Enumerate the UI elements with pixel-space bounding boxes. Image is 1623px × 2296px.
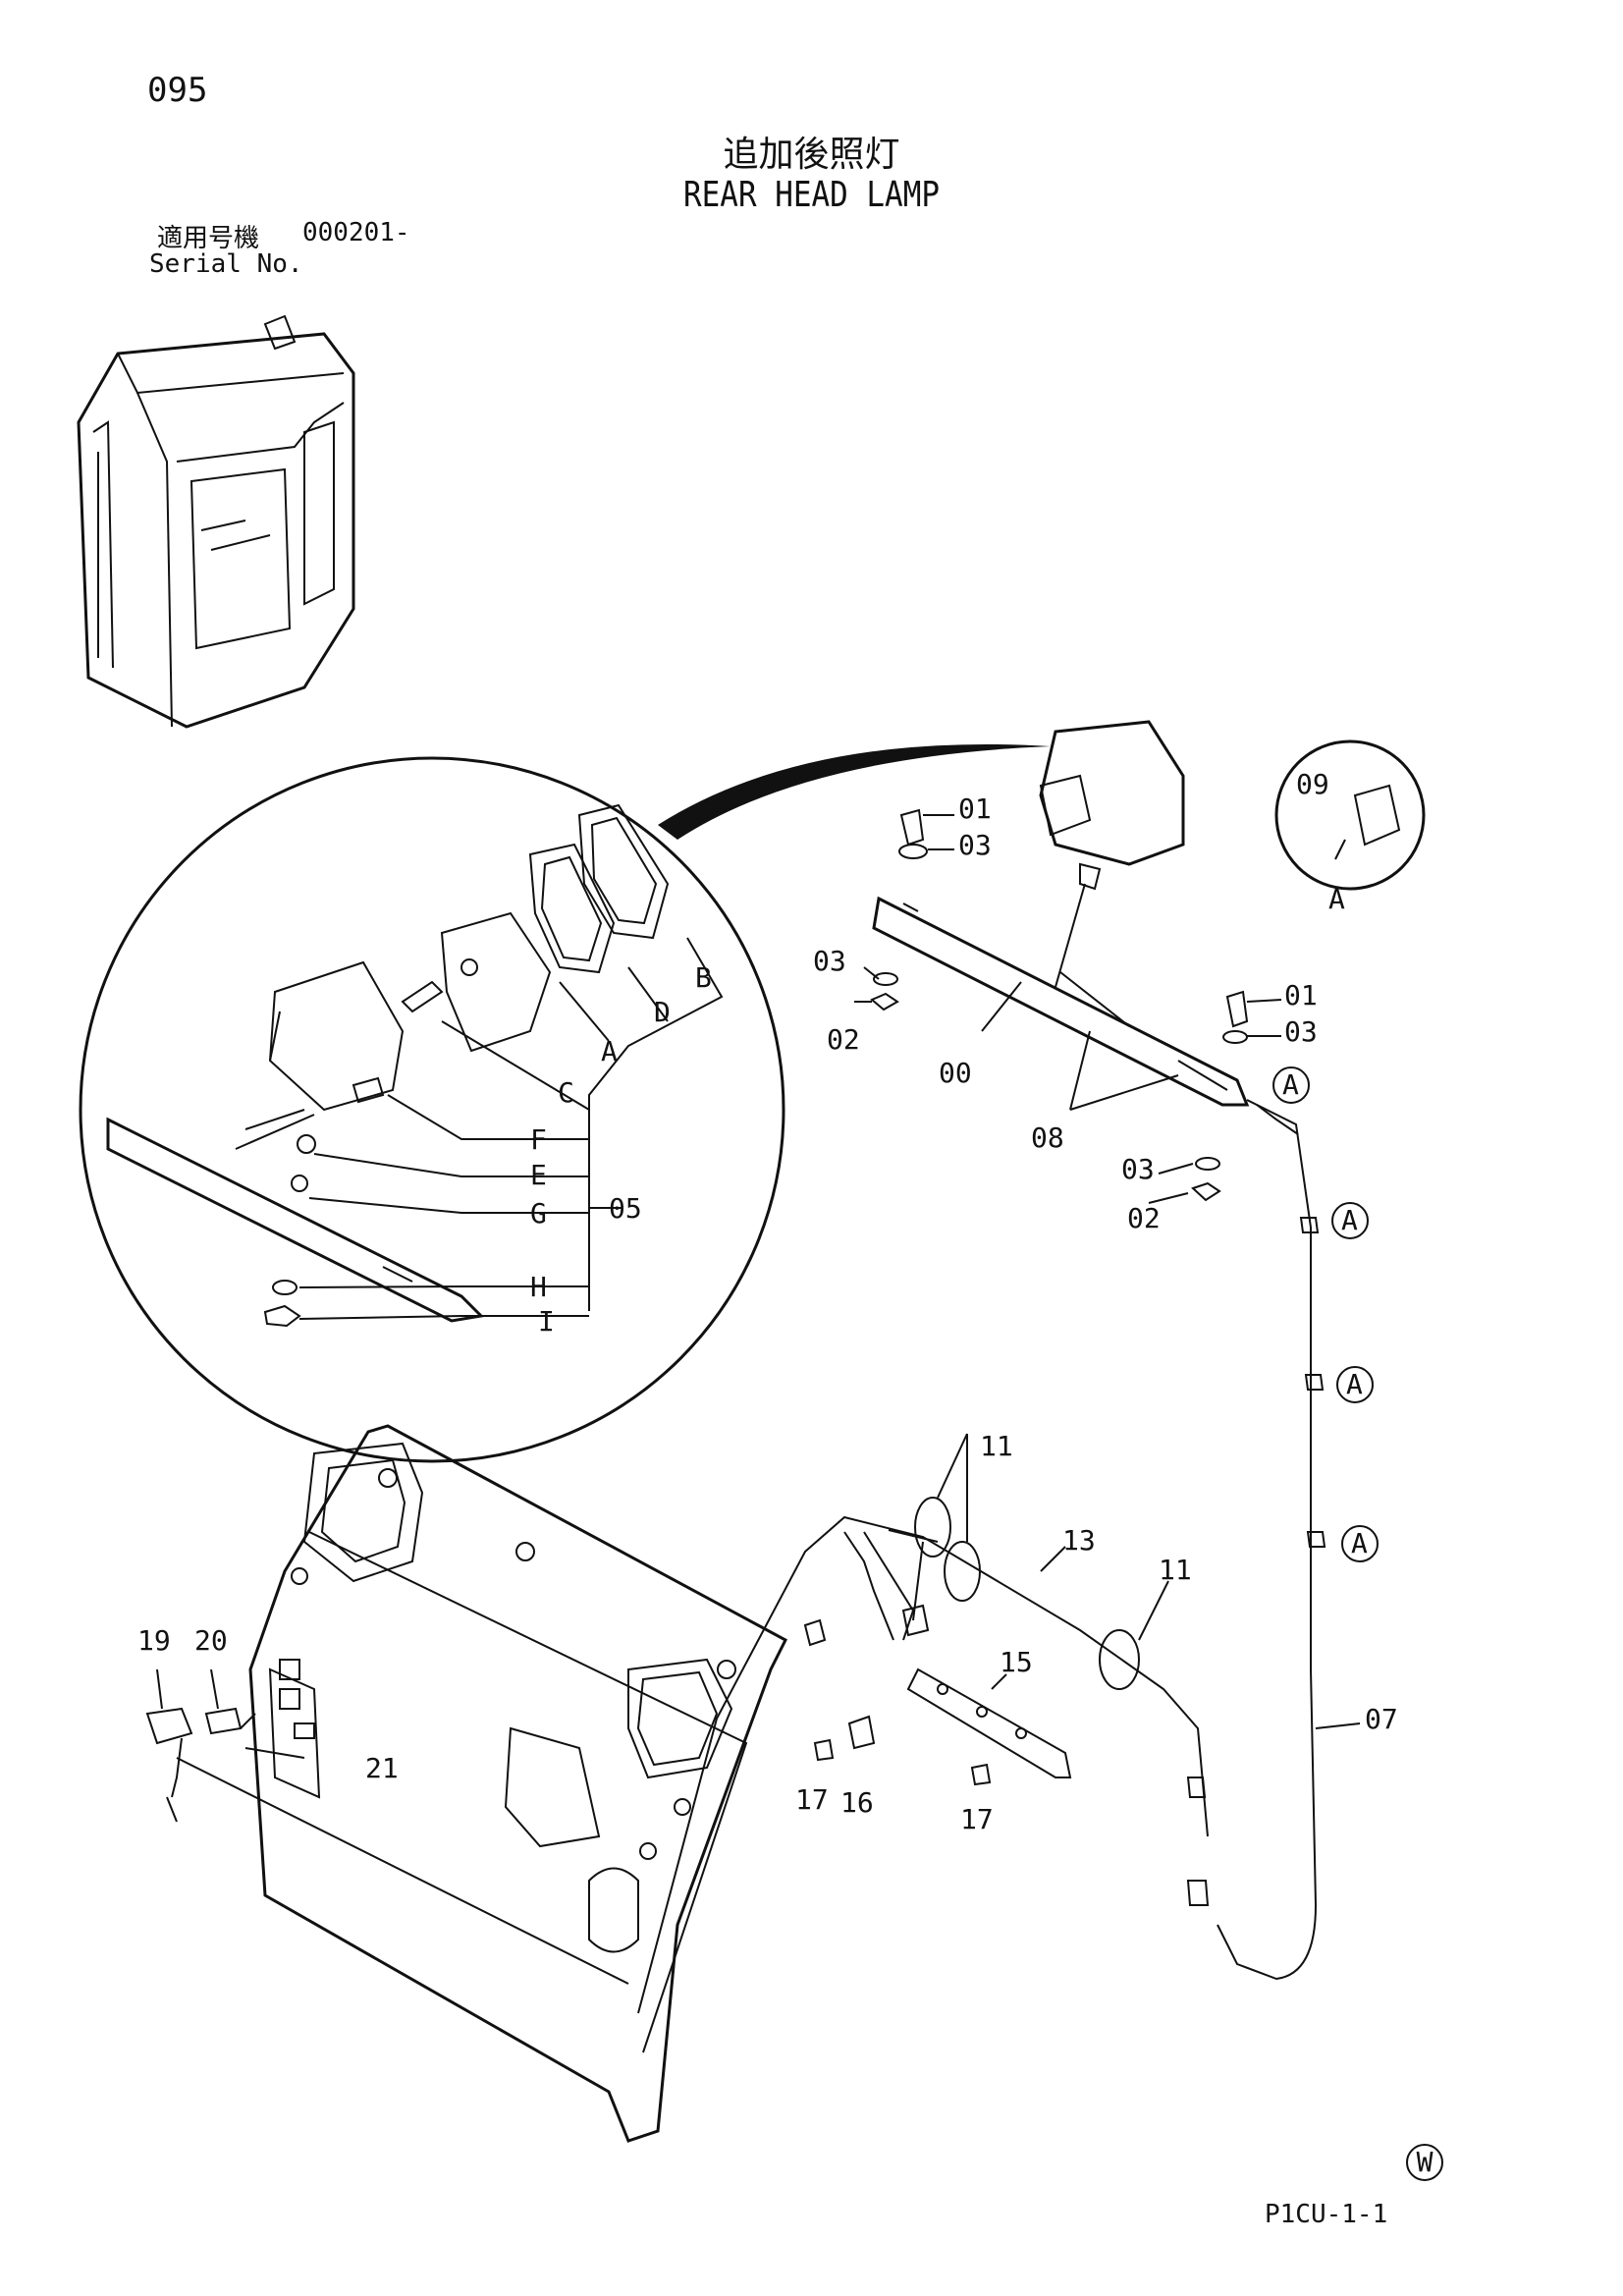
label-letter-c: C — [558, 1076, 574, 1109]
label-02-left: 02 — [827, 1023, 860, 1056]
detail-letter-labels: A B C D E F G H I A A A A A — [530, 883, 1368, 1559]
label-circle-a-2: A — [1341, 1204, 1358, 1236]
part-labels: 00 01 01 02 02 03 03 03 03 05 07 08 09 1… — [137, 768, 1398, 1835]
label-15: 15 — [1000, 1646, 1033, 1678]
label-circle-a-4: A — [1351, 1527, 1368, 1559]
label-circle-a-3: A — [1346, 1368, 1363, 1400]
label-03-top: 03 — [958, 829, 992, 861]
circle-w-mark: W — [1406, 2144, 1443, 2181]
cab-illustration — [77, 314, 355, 729]
title-japanese: 追加後照灯 — [723, 135, 900, 175]
label-03-left: 03 — [813, 945, 846, 977]
label-letter-f: F — [530, 1123, 547, 1156]
label-09: 09 — [1296, 768, 1329, 800]
label-letter-g: G — [530, 1197, 547, 1230]
label-20: 20 — [194, 1624, 228, 1657]
label-letter-a-detail: A — [1328, 883, 1345, 915]
label-circle-a-1: A — [1282, 1068, 1299, 1101]
label-19: 19 — [137, 1624, 171, 1657]
label-letter-b: B — [695, 961, 712, 994]
label-02-lower: 02 — [1127, 1202, 1161, 1234]
rear-panel — [145, 1424, 1210, 2143]
page-number: 095 — [147, 71, 208, 110]
label-03-lower: 03 — [1121, 1153, 1155, 1185]
label-11-left: 11 — [980, 1430, 1013, 1462]
serial-label-english: Serial No. — [149, 249, 303, 279]
label-07: 07 — [1365, 1703, 1398, 1735]
label-17-left: 17 — [795, 1783, 829, 1816]
label-08: 08 — [1031, 1121, 1064, 1154]
lamp-assembly — [854, 720, 1426, 1981]
figure-code: P1CU-1-1 — [1265, 2200, 1388, 2229]
serial-label-japanese: 適用号機 — [157, 224, 260, 253]
label-letter-a: A — [601, 1035, 618, 1067]
label-21: 21 — [365, 1752, 399, 1784]
label-letter-d: D — [654, 996, 671, 1028]
label-00: 00 — [939, 1057, 972, 1089]
label-05: 05 — [609, 1192, 642, 1225]
label-letter-e: E — [530, 1159, 547, 1191]
title-english: REAR HEAD LAMP — [683, 175, 940, 215]
label-16: 16 — [840, 1786, 874, 1819]
label-01-right: 01 — [1284, 979, 1318, 1011]
label-letter-h: H — [530, 1271, 547, 1303]
label-11-right: 11 — [1159, 1554, 1192, 1586]
label-13: 13 — [1062, 1524, 1096, 1557]
label-03-right: 03 — [1284, 1015, 1318, 1048]
label-17-right: 17 — [960, 1803, 994, 1835]
serial-value: 000201- — [302, 218, 410, 247]
label-letter-i: I — [538, 1305, 555, 1338]
label-01-top: 01 — [958, 793, 992, 825]
lamp-detail-circle — [79, 743, 1051, 1463]
